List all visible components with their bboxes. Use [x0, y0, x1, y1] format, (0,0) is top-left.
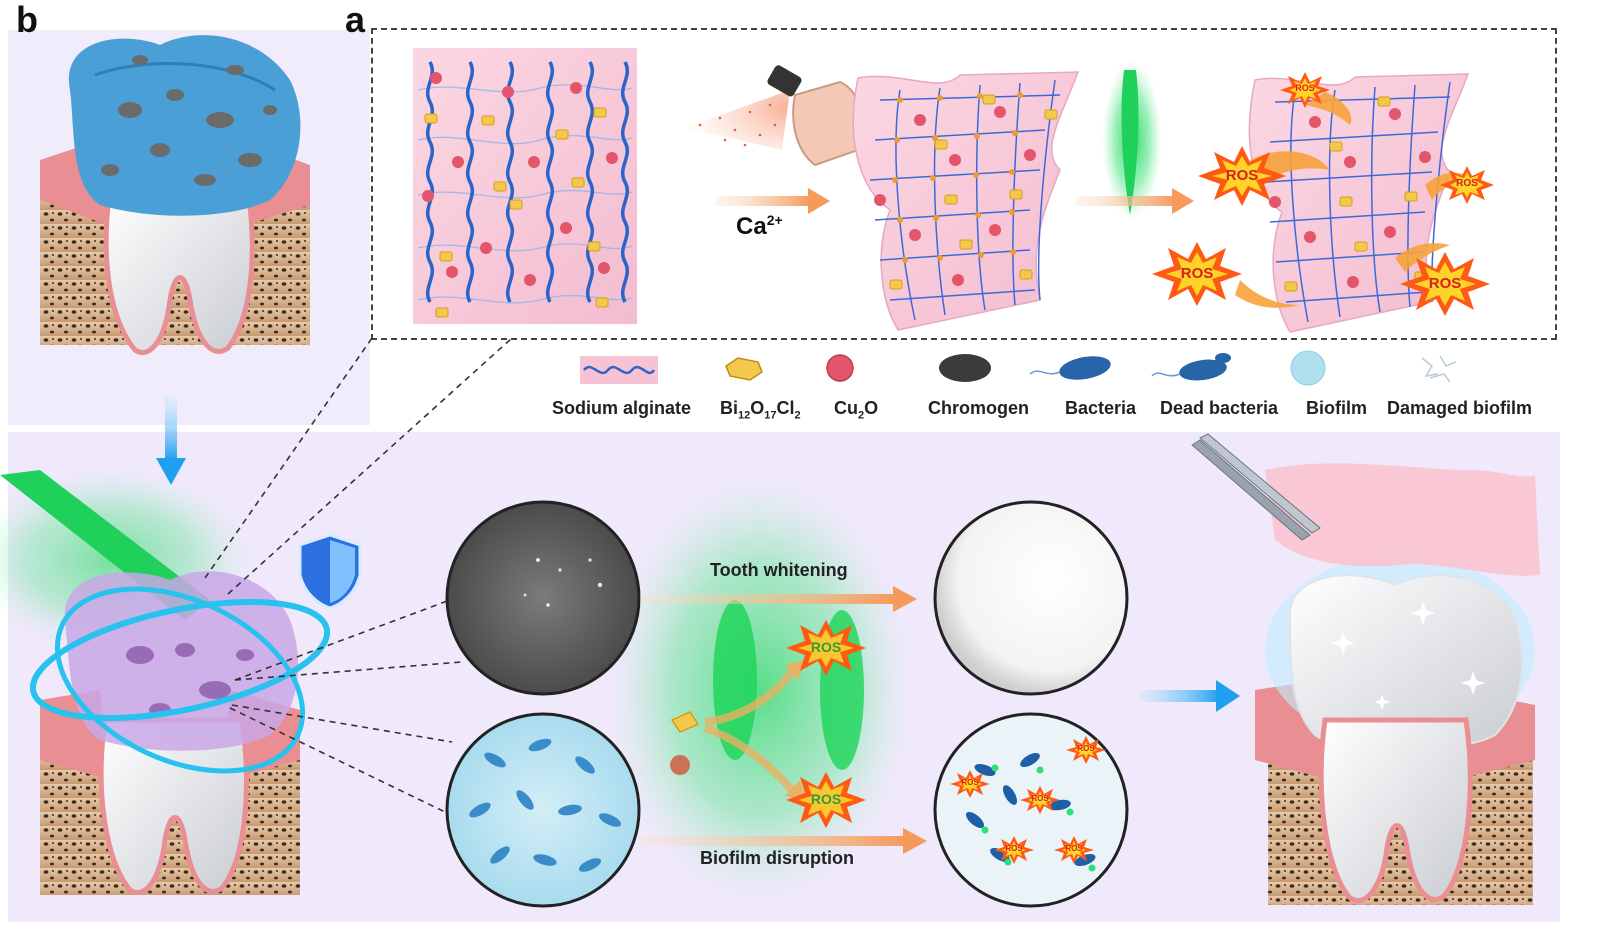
ros-label: ROS	[1077, 744, 1095, 753]
arrow-result	[1140, 690, 1220, 702]
tooth-whitening-label: Tooth whitening	[710, 560, 848, 580]
legend-dead-bacteria-label: Dead bacteria	[1160, 398, 1279, 418]
ros-label: ROS	[1428, 275, 1462, 292]
legend-damaged-biofilm-label: Damaged biofilm	[1387, 398, 1533, 418]
legend-sodium-alginate-label: Sodium alginate	[552, 398, 692, 418]
calcium-label: Ca2+	[736, 212, 783, 241]
down-arrow	[165, 395, 177, 460]
legend-o: O	[750, 398, 765, 418]
ros-label: ROS	[1031, 794, 1049, 803]
ros-label: ROS	[1180, 265, 1214, 282]
ros-burst-small-2: ROS	[1066, 736, 1106, 764]
calcium-charge: 2+	[766, 212, 783, 228]
legend-chromogen-label: Chromogen	[928, 398, 1029, 418]
legend-bi: Bi	[720, 398, 738, 418]
ros-label: ROS	[1225, 167, 1259, 184]
legend-bacteria-icon	[1029, 356, 1111, 380]
whitened-surface-circle	[933, 500, 1129, 696]
legend-cu2o-icon	[826, 354, 854, 382]
ros-burst-1: ROS	[1280, 72, 1330, 108]
ros-burst-5: ROS	[1400, 252, 1490, 316]
ros-label: ROS	[1295, 83, 1315, 93]
bioxcl-particle	[670, 711, 700, 733]
legend-cl-sub: 2	[794, 409, 801, 422]
ros-burst-small-4: ROS	[994, 836, 1034, 864]
ros-label: ROS	[1065, 844, 1083, 853]
cu2o-particle	[670, 755, 690, 775]
ros-label: ROS	[1456, 178, 1478, 189]
ros-burst-4: ROS	[1152, 242, 1242, 306]
legend-cl: Cl	[776, 398, 795, 418]
whitened-tooth-illustration	[1191, 433, 1540, 905]
legend-bacteria-label: Bacteria	[1065, 398, 1137, 418]
ros-label: ROS	[810, 639, 842, 655]
legend-bioxcl-icon	[725, 357, 763, 381]
panel-a-dashed-frame	[371, 28, 1557, 340]
panel-label-b: b	[16, 0, 38, 40]
legend-cu-o: O	[864, 398, 879, 418]
legend-cu2o-label: Cu2O	[834, 398, 878, 422]
legend-cu-sub: 2	[858, 409, 865, 422]
green-light-beam	[1102, 60, 1162, 220]
stained-tooth-illustration	[40, 35, 310, 355]
legend-o-sub: 17	[764, 409, 777, 422]
ros-burst-small-1: ROS	[950, 770, 990, 798]
legend-cu: Cu	[834, 398, 858, 418]
arrow-disruption	[640, 836, 905, 846]
legend-dead-bacteria-icon	[1151, 353, 1231, 381]
legend-bi-sub: 12	[738, 409, 751, 422]
legend-biofilm-icon	[1290, 350, 1326, 386]
arrow-irradiate	[1075, 196, 1175, 206]
crosslinked-hydrogel-sheet	[852, 71, 1080, 331]
ros-label: ROS	[810, 791, 842, 807]
legend-bioxcl-label: Bi12O17Cl2	[720, 398, 801, 422]
ros-label: ROS	[1005, 844, 1023, 853]
calcium-symbol: Ca	[736, 213, 767, 240]
connector-lines	[204, 337, 513, 813]
ros-burst-small-5: ROS	[1054, 836, 1094, 864]
stained-surface-circle	[445, 500, 641, 696]
ros-burst-6: ROS	[786, 620, 866, 676]
biofilm-disruption-label: Biofilm disruption	[700, 848, 854, 868]
arrow-crosslink	[715, 196, 810, 206]
ros-burst-7: ROS	[786, 772, 866, 828]
legend-chromogen-icon	[939, 354, 991, 382]
ros-burst-3: ROS	[1440, 166, 1494, 204]
legend-icons	[580, 350, 1457, 386]
ros-burst-2: ROS	[1198, 146, 1286, 206]
activated-hydrogel-sheet	[1248, 73, 1470, 333]
panel-label-a: a	[345, 0, 366, 40]
ros-label: ROS	[961, 778, 979, 787]
arrow-whitening	[640, 594, 895, 604]
spray-bottle	[685, 65, 865, 167]
ros-burst-small-3: ROS	[1020, 786, 1060, 814]
legend-damaged-biofilm-icon	[1421, 355, 1457, 383]
alginate-gel-sheet	[413, 48, 637, 324]
legend-biofilm-label: Biofilm	[1306, 398, 1367, 418]
treating-tooth-illustration	[0, 470, 362, 895]
